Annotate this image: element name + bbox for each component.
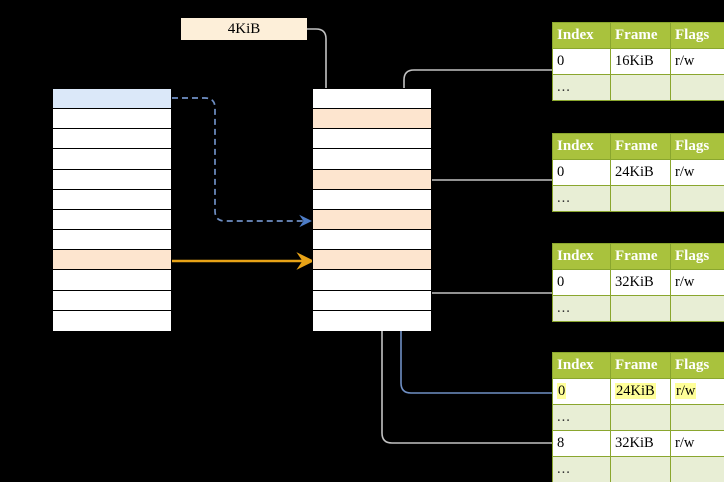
cell-frame: 32KiB	[610, 430, 671, 457]
cell-frame	[610, 456, 671, 482]
page-size-chip: 4KiB	[181, 18, 307, 40]
virtual-page-row	[53, 149, 171, 170]
virtual-page-row	[53, 169, 171, 190]
cell-frame	[610, 295, 671, 322]
cell-flags: r/w	[670, 430, 724, 457]
column-header-index: Index	[552, 22, 611, 49]
cell-flags: r/w	[670, 269, 724, 296]
page-table-ellipsis-row: ...	[552, 185, 724, 212]
physical-frame-row	[313, 250, 431, 271]
cell-flags: r/w	[670, 159, 724, 186]
physical-frame-row	[313, 89, 431, 110]
cell-index: ...	[552, 185, 611, 212]
physical-frame-row	[313, 290, 431, 311]
virtual-page-row	[53, 250, 171, 271]
virtual-page-row	[53, 109, 171, 130]
virtual-page-row	[53, 270, 171, 291]
virtual-page-row	[53, 209, 171, 231]
cell-flags	[670, 295, 724, 322]
physical-frame-row	[313, 189, 431, 210]
cell-index: 0	[552, 378, 611, 405]
cell-frame: 24KiB	[610, 159, 671, 186]
cell-flags: r/w	[670, 48, 724, 75]
physical-memory-column	[312, 88, 432, 331]
virtual-page-row	[53, 290, 171, 311]
column-header-frame: Frame	[610, 22, 671, 49]
cell-frame	[610, 185, 671, 212]
column-header-frame: Frame	[610, 352, 671, 379]
column-header-flags: Flags	[670, 22, 724, 49]
cell-index: 0	[552, 159, 611, 186]
cell-index: ...	[552, 456, 611, 482]
physical-frame-row	[313, 109, 431, 130]
page-table-ellipsis-row: ...	[552, 404, 724, 431]
physical-frame-row	[313, 230, 431, 251]
cell-frame	[610, 74, 671, 101]
cell-frame: 32KiB	[610, 269, 671, 296]
column-header-index: Index	[552, 133, 611, 160]
cell-index: 0	[552, 269, 611, 296]
cell-flags: r/w	[670, 378, 724, 405]
cell-flags	[670, 456, 724, 482]
virtual-page-row	[53, 230, 171, 251]
column-header-frame: Frame	[610, 243, 671, 270]
physical-frame-row	[313, 149, 431, 170]
wire-virtual-dashed-to-physical	[172, 97, 312, 228]
cell-index: 8	[552, 430, 611, 457]
cell-frame: 16KiB	[610, 48, 671, 75]
column-header-index: Index	[552, 352, 611, 379]
cell-frame: 24KiB	[610, 378, 671, 405]
page-table-ellipsis-row: ...	[552, 74, 724, 101]
physical-frame-row	[313, 129, 431, 150]
physical-frame-row	[313, 209, 431, 231]
column-header-index: Index	[552, 243, 611, 270]
virtual-page-row	[53, 129, 171, 150]
cell-flags	[670, 404, 724, 431]
page-size-label: 4KiB	[227, 21, 261, 37]
virtual-page-row	[53, 89, 171, 110]
cell-frame	[610, 404, 671, 431]
cell-flags	[670, 74, 724, 101]
virtual-address-space-column	[52, 88, 172, 331]
physical-frame-row	[313, 270, 431, 291]
cell-index: ...	[552, 74, 611, 101]
column-header-flags: Flags	[670, 243, 724, 270]
column-header-flags: Flags	[670, 133, 724, 160]
virtual-page-row	[53, 189, 171, 210]
page-table-ellipsis-row: ...	[552, 295, 724, 322]
virtual-page-row	[53, 310, 171, 331]
cell-index: ...	[552, 404, 611, 431]
cell-index: ...	[552, 295, 611, 322]
physical-frame-row	[313, 169, 431, 190]
cell-index: 0	[552, 48, 611, 75]
page-table-ellipsis-row: ...	[552, 456, 724, 482]
physical-frame-row	[313, 310, 431, 331]
column-header-frame: Frame	[610, 133, 671, 160]
column-header-flags: Flags	[670, 352, 724, 379]
cell-flags	[670, 185, 724, 212]
